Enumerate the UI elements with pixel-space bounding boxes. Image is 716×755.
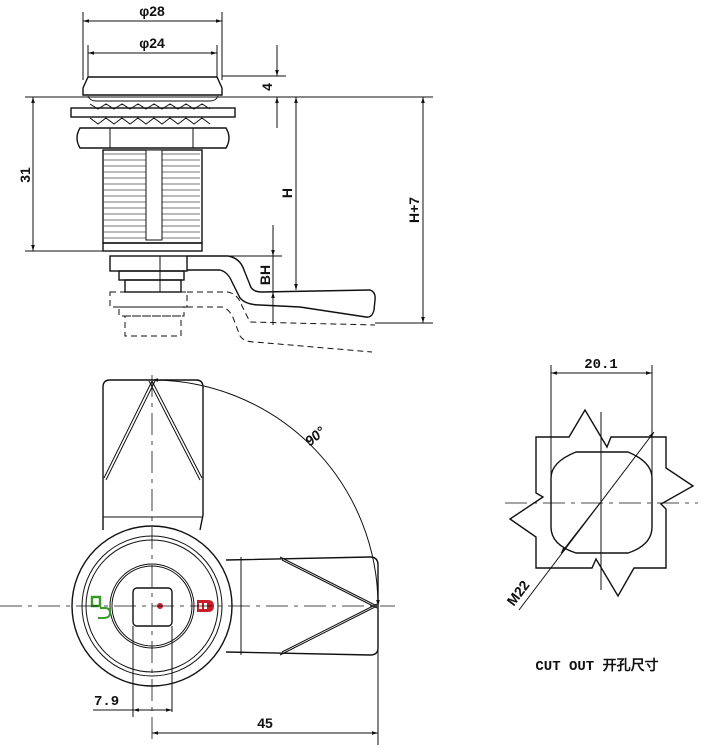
cutout-hole [550, 451, 653, 554]
body-length-label: 31 [17, 167, 33, 183]
bh-label: BH [257, 265, 273, 285]
shaft-nut [124, 279, 182, 293]
cutout-star-outline [508, 408, 695, 598]
lever-length-label: 45 [257, 715, 273, 731]
lock-cap [82, 76, 223, 96]
h-plus-7-label: H+7 [406, 197, 422, 223]
hex-nut [76, 127, 230, 149]
thread-size-label: M22 [503, 577, 532, 609]
cutout-caption: CUT OUT 开孔尺寸 [535, 657, 658, 675]
diameter-24-label: φ24 [139, 35, 165, 51]
rotation-arc [151, 378, 380, 607]
square-size-label: 7.9 [94, 694, 119, 710]
cap-height-label: 4 [259, 83, 275, 91]
cam-lever [187, 255, 376, 318]
rotation-label: 90° [302, 423, 329, 449]
cutout-width-label: 20.1 [584, 357, 618, 373]
front-view: 90° 7.9 45 [0, 375, 395, 745]
h-label: H [279, 188, 295, 198]
cutout-view: 20.1 M22 CUT OUT 开孔尺寸 [503, 357, 698, 675]
shaft-collar [109, 255, 188, 272]
side-view: φ28 φ24 4 31 [17, 3, 433, 353]
washer [70, 107, 236, 118]
unlock-icon [90, 595, 112, 619]
diameter-28-label: φ28 [139, 3, 165, 19]
square-key-drive [132, 587, 173, 627]
